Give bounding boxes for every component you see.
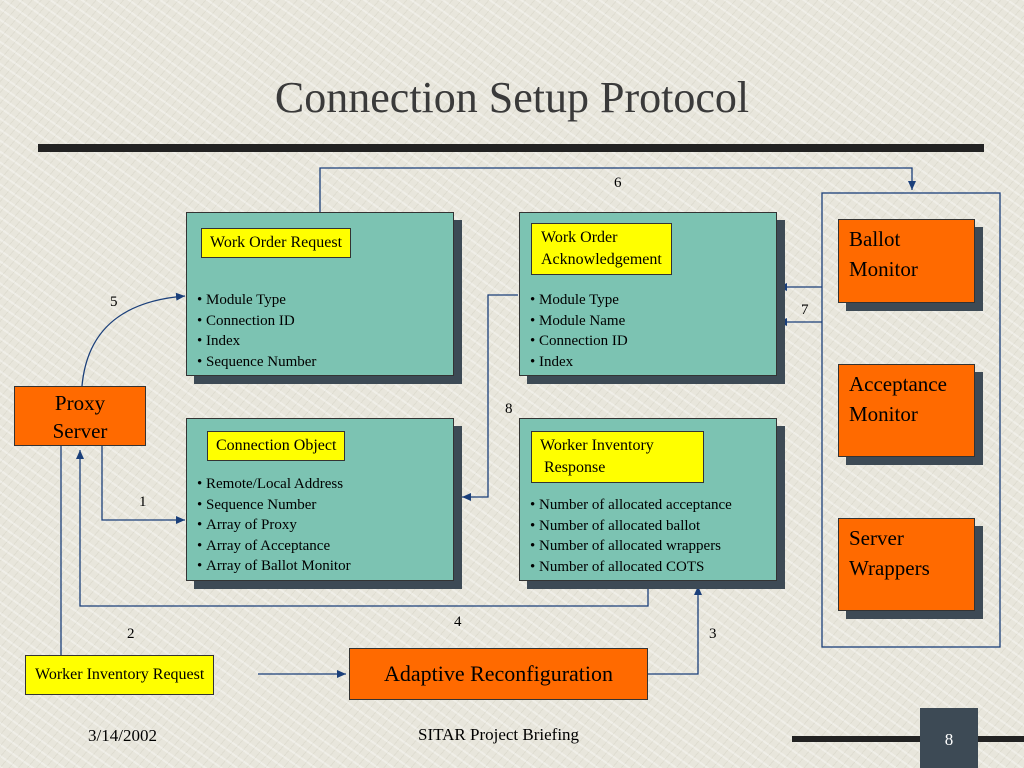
footer-date: 3/14/2002 [88, 726, 157, 745]
label-line: Response [544, 459, 606, 476]
list-item: Sequence Number [197, 352, 316, 373]
worker-inventory-request-box: Worker Inventory Request [25, 655, 215, 695]
list-item: Number of allocated COTS [530, 557, 732, 578]
list-item: Array of Acceptance [197, 536, 351, 557]
worker-inventory-response-fields: Number of allocated acceptance Number of… [530, 495, 732, 577]
label-line: Work Order [541, 229, 618, 246]
ballot-monitor-line: Ballot [849, 227, 901, 251]
connection-object-box: Connection Object Remote/Local Address S… [186, 418, 454, 581]
proxy-server-line: Server [52, 419, 108, 443]
step-number-2: 2 [127, 626, 135, 642]
proxy-server-line: Proxy [54, 391, 106, 415]
connection-object-label: Connection Object [207, 431, 346, 461]
list-item: Index [197, 331, 316, 352]
list-item: Number of allocated wrappers [530, 536, 732, 557]
list-item: Module Type [197, 290, 316, 311]
list-item: Module Type [530, 290, 628, 311]
list-item: Connection ID [530, 331, 628, 352]
list-item: Module Name [530, 311, 628, 332]
list-item: Array of Ballot Monitor [197, 556, 351, 577]
ballot-monitor-line: Monitor [849, 257, 918, 281]
label-line: Acknowledgement [541, 251, 662, 268]
footer-rule [792, 736, 1024, 742]
step-number-5: 5 [110, 294, 118, 310]
acceptance-monitor-line: Monitor [849, 402, 918, 426]
list-item: Number of allocated ballot [530, 516, 732, 537]
connector-3 [648, 586, 702, 675]
list-item: Sequence Number [197, 495, 351, 516]
work-order-ack-box: Work Order Acknowledgement Module Type M… [519, 212, 777, 376]
work-order-ack-fields: Module Type Module Name Connection ID In… [530, 290, 628, 372]
page-number: 8 [944, 730, 954, 749]
list-item: Remote/Local Address [197, 474, 351, 495]
work-order-request-fields: Module Type Connection ID Index Sequence… [197, 290, 316, 372]
connection-object-fields: Remote/Local Address Sequence Number Arr… [197, 474, 351, 577]
page-number-box: 8 [920, 708, 978, 768]
server-wrappers-line: Server [849, 526, 904, 550]
acceptance-monitor-line: Acceptance [849, 372, 947, 396]
list-item: Number of allocated acceptance [530, 495, 732, 516]
adaptive-reconfiguration-box: Adaptive Reconfiguration [349, 648, 648, 700]
list-item: Array of Proxy [197, 515, 351, 536]
list-item: Index [530, 352, 628, 373]
ballot-monitor-box: Ballot Monitor [838, 219, 975, 303]
step-number-4: 4 [454, 614, 462, 630]
connector-4 [76, 450, 649, 607]
step-number-6: 6 [614, 175, 622, 191]
proxy-server-box: Proxy Server [14, 386, 146, 446]
work-order-request-label: Work Order Request [201, 228, 352, 258]
connector-1 [101, 446, 185, 524]
acceptance-monitor-box: Acceptance Monitor [838, 364, 975, 457]
worker-inventory-response-label: Worker Inventory Response [531, 431, 704, 483]
connector-6 [319, 167, 916, 213]
step-number-7: 7 [801, 302, 809, 318]
monitor-group-bracket [821, 192, 1001, 648]
step-number-3: 3 [709, 626, 717, 642]
connector-5 [81, 292, 186, 387]
list-item: Connection ID [197, 311, 316, 332]
title-rule [38, 144, 984, 152]
connector-8 [462, 294, 518, 501]
page-title: Connection Setup Protocol [274, 73, 750, 122]
label-line: Worker Inventory [540, 437, 654, 454]
worker-inventory-response-box: Worker Inventory Response Number of allo… [519, 418, 777, 581]
step-number-8: 8 [505, 401, 513, 417]
footer-center: SITAR Project Briefing [418, 725, 580, 744]
server-wrappers-line: Wrappers [849, 556, 930, 580]
work-order-request-box: Work Order Request Module Type Connectio… [186, 212, 454, 376]
work-order-ack-label: Work Order Acknowledgement [531, 223, 672, 275]
step-number-1: 1 [139, 494, 147, 510]
server-wrappers-box: Server Wrappers [838, 518, 975, 611]
